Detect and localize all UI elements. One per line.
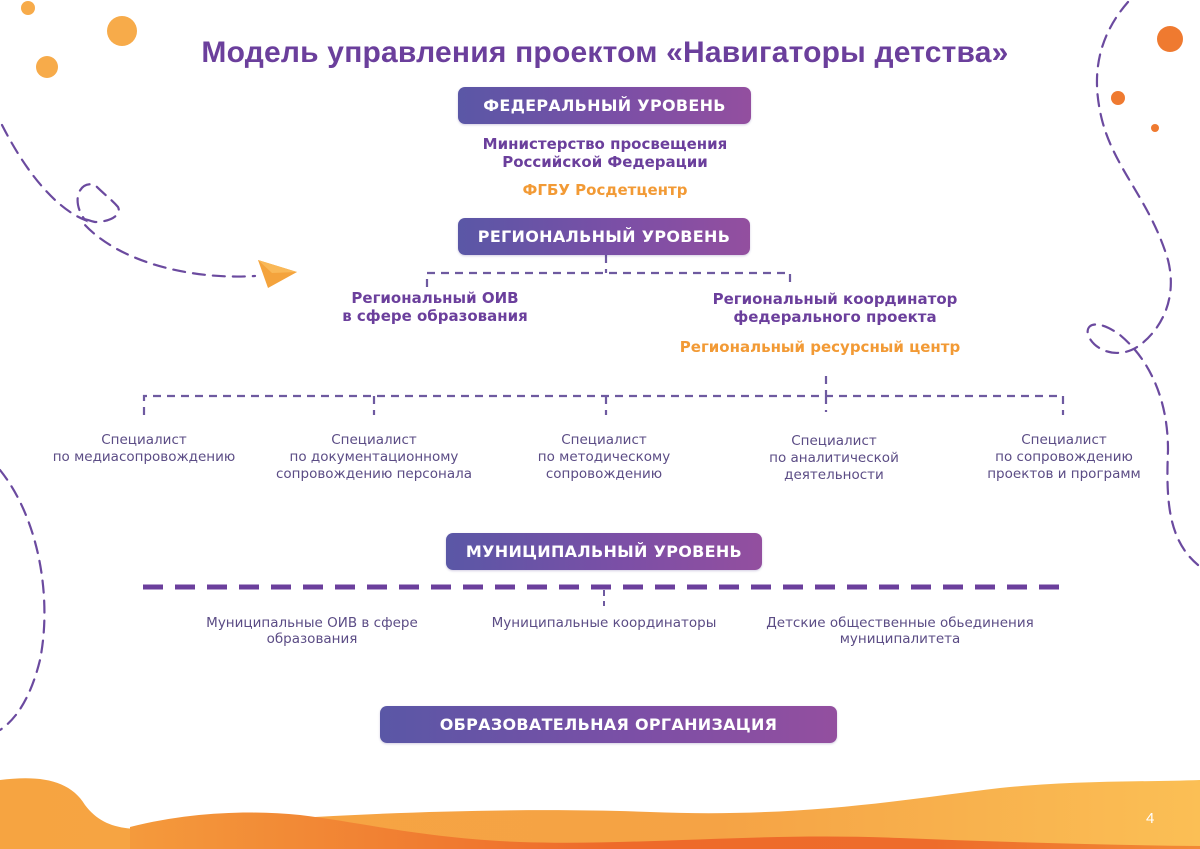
specialist-line: по сопровождению — [995, 449, 1133, 465]
educational-organization-label: ОБРАЗОВАТЕЛЬНАЯ ОРГАНИЗАЦИЯ — [439, 715, 778, 734]
regional-coordinator-line: Региональный координатор — [712, 290, 958, 308]
specialist-line: Специалист — [1021, 432, 1107, 448]
specialist-line: Специалист — [331, 432, 417, 448]
page-title: Модель управления проектом «Навигаторы д… — [201, 36, 1009, 69]
municipal-level-label: МУНИЦИПАЛЬНЫЙ УРОВЕНЬ — [465, 542, 743, 561]
specialist-analytics: Специалист по аналитической деятельности — [719, 433, 949, 484]
connector-regional-branch — [425, 271, 792, 287]
ministry-line: Российской Федерации — [502, 153, 708, 171]
specialist-line: Специалист — [791, 433, 877, 449]
specialist-methodical: Специалист по методическому сопровождени… — [489, 432, 719, 483]
specialist-media: Специалист по медиасопровождению — [29, 432, 259, 466]
ministry-line: Министерство просвещения — [482, 135, 728, 153]
specialist-line: проектов и программ — [987, 466, 1141, 482]
bottom-wave-dark — [130, 812, 1200, 849]
specialist-line: по методическому — [537, 449, 671, 465]
specialist-projects: Специалист по сопровождению проектов и п… — [949, 432, 1179, 483]
municipal-oiv: Муниципальные ОИВ в сфере образования — [172, 615, 452, 647]
regional-oiv-line: в сфере образования — [342, 307, 528, 325]
rosdetcenter-label: ФГБУ Росдетцентр — [522, 181, 688, 199]
decor-dot — [21, 1, 35, 15]
federal-level-label: ФЕДЕРАЛЬНЫЙ УРОВЕНЬ — [483, 96, 726, 115]
regional-coordinator-label: Региональный координатор федерального пр… — [660, 290, 1010, 326]
municipal-line: Муниципальные ОИВ в сфере — [206, 615, 418, 631]
decor-dot — [1151, 124, 1159, 132]
page-number: 4 — [1146, 810, 1155, 827]
regional-resource-center-label: Региональный ресурсный центр — [679, 338, 961, 356]
regional-oiv-label: Региональный ОИВ в сфере образования — [285, 289, 585, 325]
municipal-children-associations: Детские общественные обьединения муницип… — [745, 615, 1055, 647]
municipal-line: муниципалитета — [839, 631, 961, 647]
paper-plane-icon — [258, 260, 297, 288]
specialist-line: Специалист — [101, 432, 187, 448]
ministry-label: Министерство просвещения Российской Феде… — [430, 135, 780, 171]
municipal-line: Муниципальные координаторы — [491, 615, 717, 631]
regional-oiv-line: Региональный ОИВ — [351, 289, 519, 307]
specialist-line: сопровождению персонала — [276, 466, 472, 482]
specialist-line: по медиасопровождению — [52, 449, 236, 465]
specialist-documentation: Специалист по документационному сопровож… — [259, 432, 489, 483]
regional-level-label: РЕГИОНАЛЬНЫЙ УРОВЕНЬ — [477, 227, 731, 246]
educational-organization-badge: ОБРАЗОВАТЕЛЬНАЯ ОРГАНИЗАЦИЯ — [380, 706, 837, 743]
municipal-coordinators: Муниципальные координаторы — [464, 615, 744, 631]
specialist-line: сопровождению — [545, 466, 663, 482]
regional-level-badge: РЕГИОНАЛЬНЫЙ УРОВЕНЬ — [458, 218, 750, 255]
regional-coordinator-line: федерального проекта — [733, 308, 937, 326]
specialist-line: по документационному — [289, 449, 459, 465]
decor-dot — [1111, 91, 1125, 105]
municipal-line: образования — [266, 631, 358, 647]
municipal-level-badge: МУНИЦИПАЛЬНЫЙ УРОВЕНЬ — [446, 533, 762, 570]
dashed-arc-left — [0, 468, 46, 732]
specialist-line: деятельности — [784, 467, 884, 483]
federal-level-badge: ФЕДЕРАЛЬНЫЙ УРОВЕНЬ — [458, 87, 751, 124]
specialist-line: Специалист — [561, 432, 647, 448]
connector-specialists-bus — [142, 394, 1065, 415]
municipal-line: Детские общественные обьединения — [766, 615, 1034, 631]
dashed-flight-path — [0, 123, 257, 278]
specialist-line: по аналитической — [769, 450, 899, 466]
bottom-wave-light — [0, 778, 1200, 849]
